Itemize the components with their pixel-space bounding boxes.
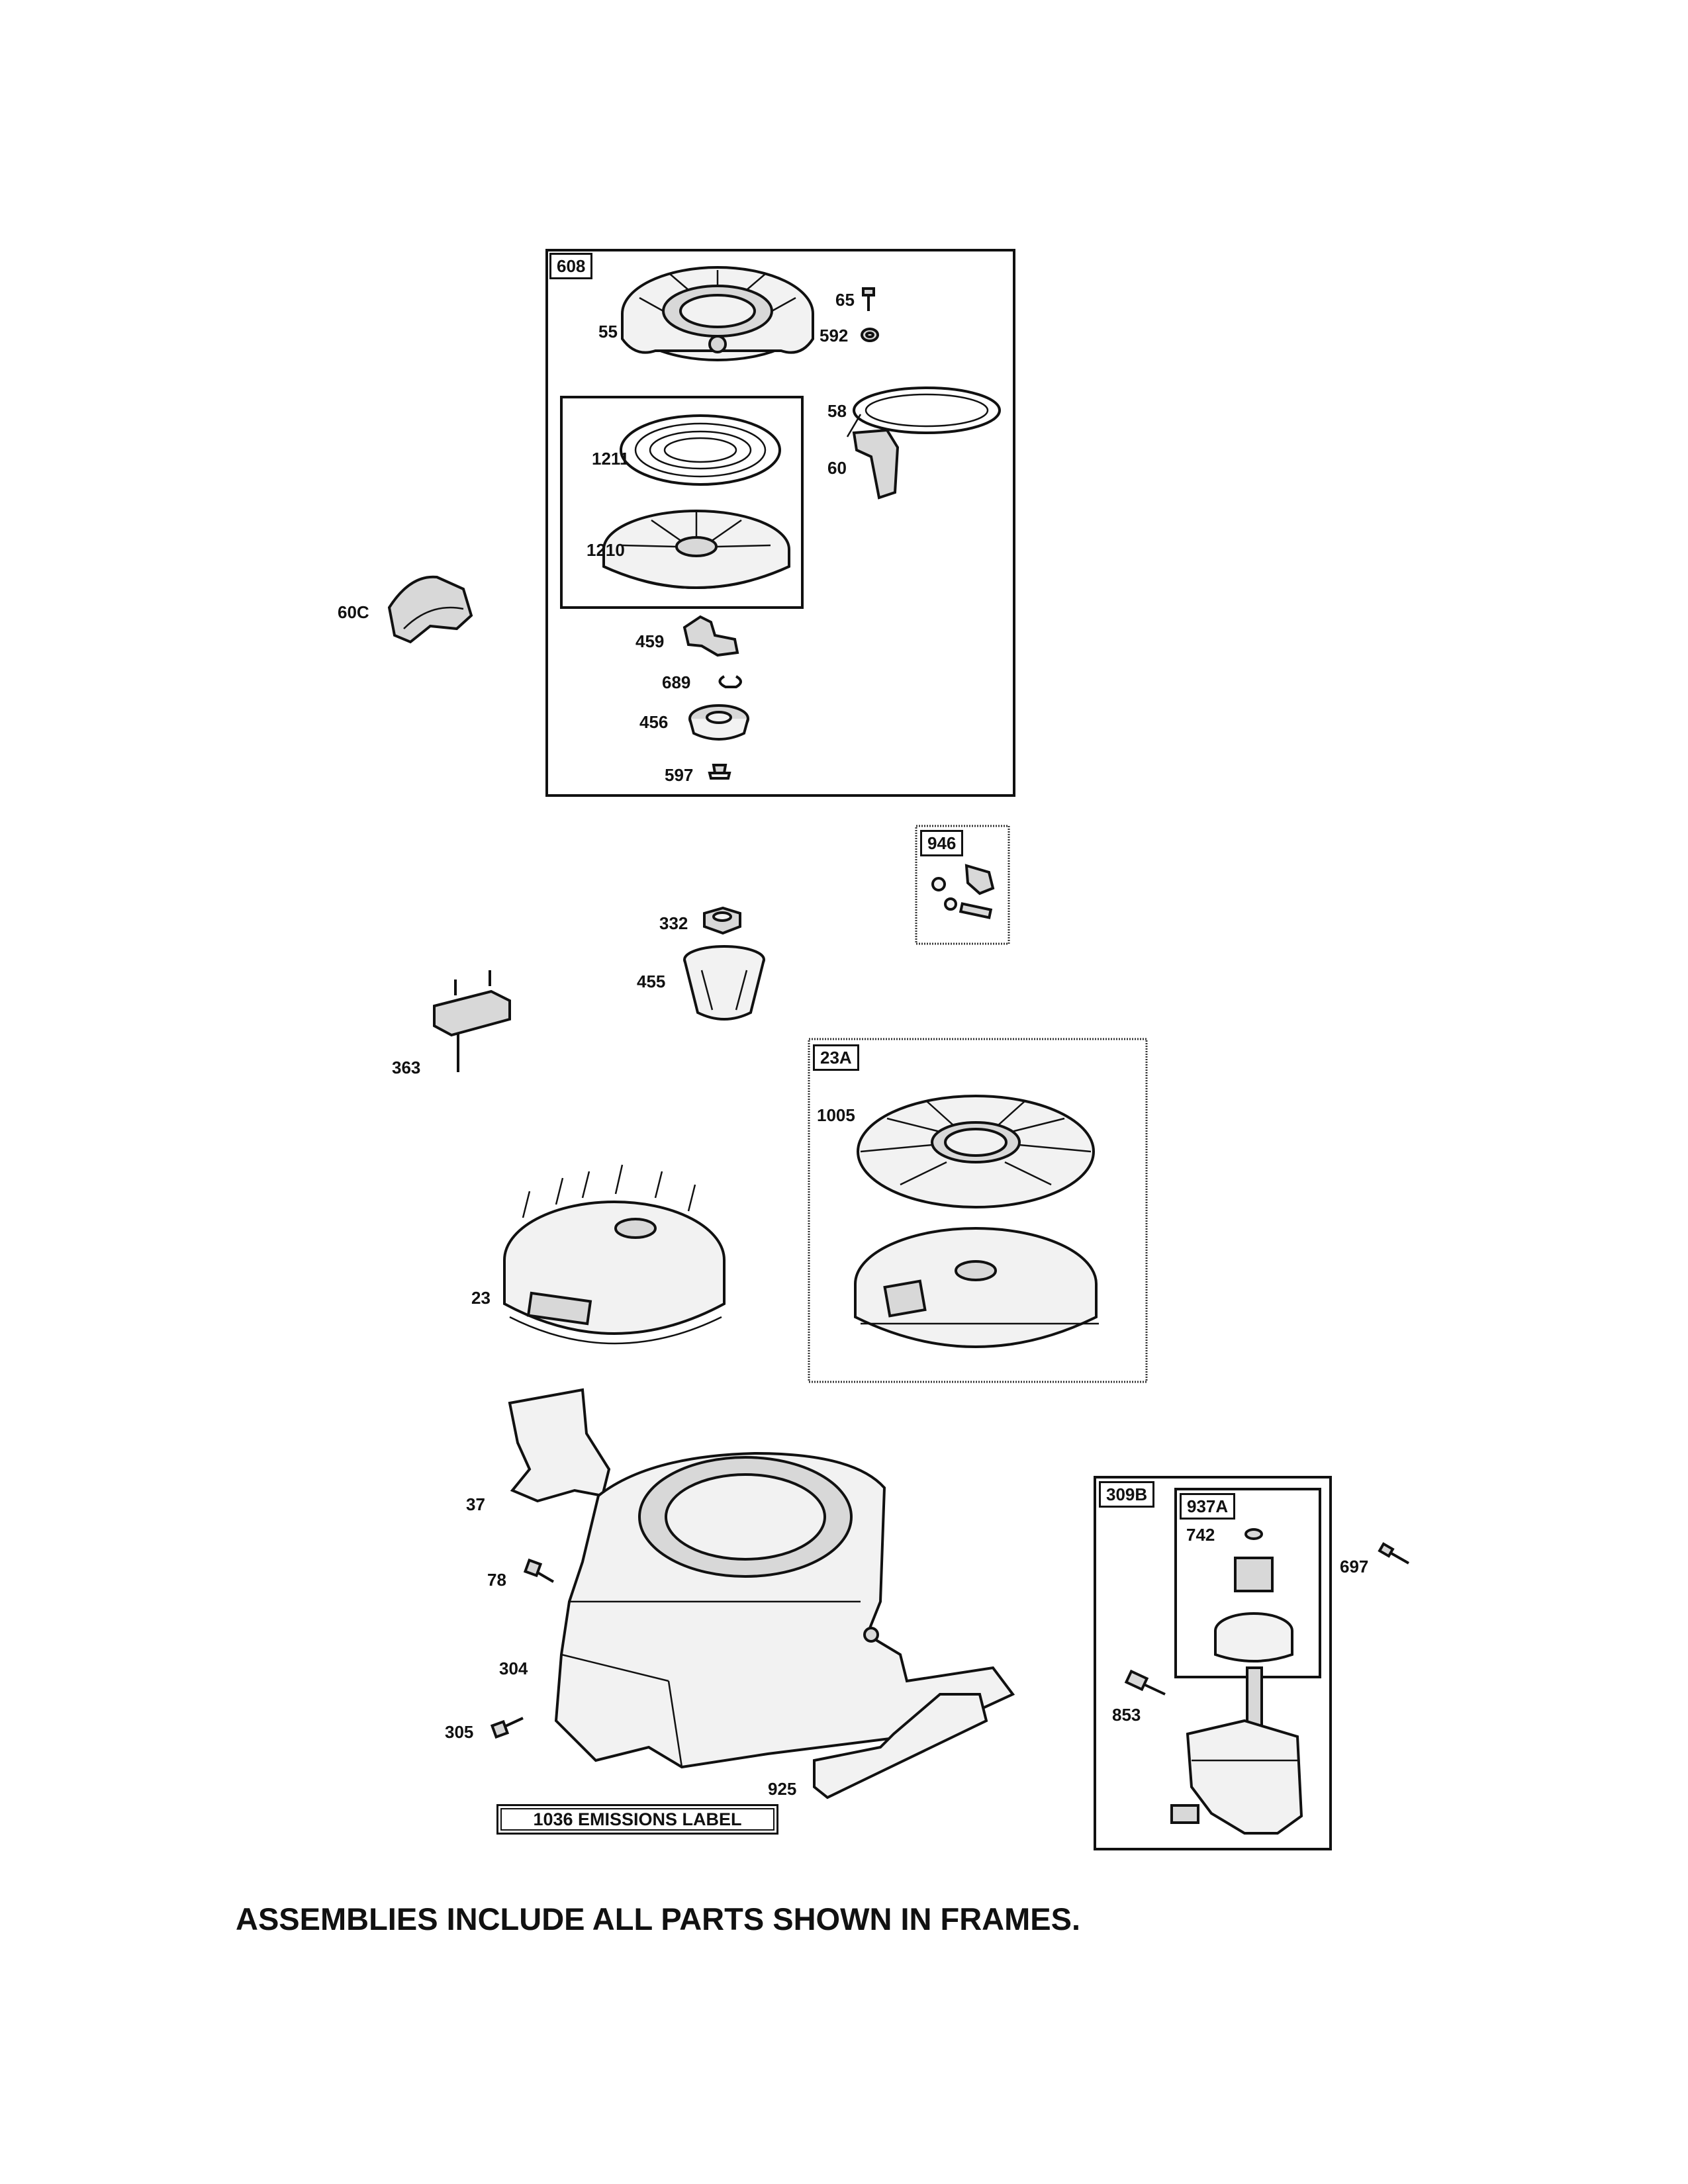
callout-78: 78 [487, 1570, 506, 1590]
bolt-697-part [1378, 1542, 1409, 1565]
callout-23: 23 [471, 1288, 491, 1308]
callout-742: 742 [1186, 1525, 1215, 1545]
callout-332: 332 [659, 913, 688, 933]
callout-363: 363 [392, 1058, 421, 1077]
frame-label-946: 946 [920, 830, 964, 856]
bracket-363-part [433, 970, 511, 1072]
callout-65: 65 [835, 290, 855, 310]
callout-597: 597 [665, 765, 694, 785]
callout-456: 456 [639, 712, 669, 732]
pulley-part [602, 510, 790, 589]
starter-motor-part [1170, 1666, 1303, 1835]
callout-1211: 1211 [592, 449, 630, 469]
washer-592-part [861, 328, 879, 342]
callout-60: 60 [827, 458, 847, 478]
callout-455: 455 [637, 972, 666, 991]
connector-853-part [1124, 1669, 1166, 1696]
callout-1210: 1210 [586, 540, 625, 560]
frame-309b-border [1094, 1476, 1332, 1850]
starter-rope-part [846, 387, 1001, 437]
washer-742-part [1244, 1528, 1263, 1540]
flywheel-23-part [503, 1164, 726, 1345]
frame-608-border [545, 249, 1015, 797]
retainer-689-part [718, 675, 742, 688]
starter-cup-455-part [683, 945, 765, 1021]
callout-592: 592 [820, 326, 849, 345]
callout-37: 37 [466, 1494, 485, 1514]
screw-78-part [523, 1558, 555, 1583]
drive-gear-937a-part [1214, 1557, 1293, 1662]
retainer-456-part [688, 704, 749, 741]
assemblies-note: ASSEMBLIES INCLUDE ALL PARTS SHOWN IN FR… [236, 1901, 1080, 1936]
callout-925: 925 [768, 1779, 797, 1799]
cover-925-part [813, 1693, 988, 1799]
callout-697: 697 [1340, 1557, 1369, 1576]
callout-689: 689 [662, 672, 691, 692]
callout-60c: 60C [338, 602, 369, 622]
frame-label-309b: 309B [1099, 1481, 1155, 1508]
recoil-spring-part [620, 414, 781, 486]
blower-housing-304-part [554, 1451, 1015, 1769]
pawl-459-part [682, 615, 739, 657]
callout-304: 304 [499, 1659, 528, 1678]
callout-58: 58 [827, 401, 847, 421]
frame-label-23a: 23A [813, 1044, 859, 1071]
starter-handle-part [852, 428, 900, 500]
bracket-946-parts [931, 864, 995, 919]
baffle-37-part [508, 1388, 611, 1503]
nut-332-part [703, 906, 741, 935]
callout-459: 459 [635, 631, 665, 651]
recoil-housing-part [621, 266, 814, 361]
rope-guide-60c-part [387, 575, 473, 644]
screw-65-part [862, 287, 875, 311]
frame-946-border [915, 825, 1010, 945]
callout-55: 55 [598, 322, 618, 341]
screw-597-part [708, 764, 731, 780]
callout-853: 853 [1112, 1705, 1141, 1725]
callout-1005: 1005 [817, 1105, 855, 1125]
frame-23a-border [808, 1038, 1148, 1383]
frame-label-608: 608 [549, 253, 593, 279]
frame-label-937a: 937A [1180, 1493, 1236, 1520]
frame-1210-1211-border [560, 396, 804, 609]
callout-305: 305 [445, 1722, 474, 1742]
emissions-label-box: 1036 EMISSIONS LABEL [496, 1804, 778, 1835]
screw-305-part [490, 1717, 524, 1739]
fan-1005-part [857, 1095, 1095, 1208]
flywheel-23a-part [854, 1227, 1099, 1348]
